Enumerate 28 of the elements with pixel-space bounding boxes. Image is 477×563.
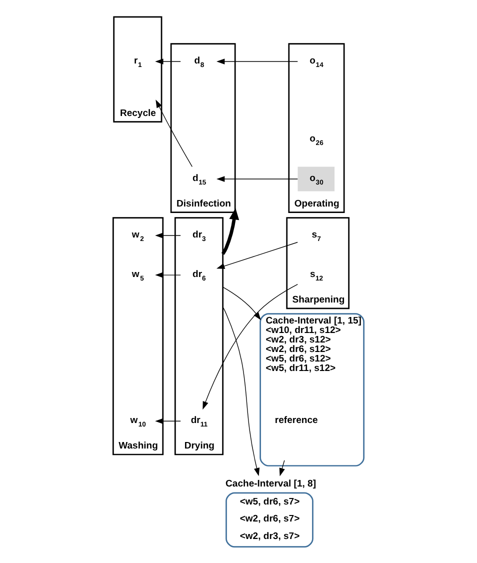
node-text: w$_{5}$ [132,268,144,282]
node-text: o$_{26}$ [310,133,324,147]
arrow [221,208,240,255]
node-text: o$_{14}$ [310,55,324,69]
node-text: d$_{8}$ [194,55,204,69]
node-text: w$_{2}$ [132,229,144,243]
arrow [216,58,298,64]
node-text: w$_{10}$ [130,414,146,428]
arrow [156,100,192,168]
arrow [216,242,298,269]
node-text: s$_{7}$ [312,229,321,243]
node-label: Cache-Interval [1, 8] [226,478,316,490]
node-text: dr$_{6}$ [192,268,206,282]
node-box: <w5, dr6, s7> <w2, dr6, s7> <w2, dr3, s7> [226,492,314,548]
arrow [279,460,285,476]
node-box: o$_{30}$ [298,166,335,192]
node-text: s$_{12}$ [310,268,324,282]
arrow [216,176,298,182]
node-text: dr$_{11}$ [190,414,208,428]
arrow [155,272,181,278]
node-text: r$_{1}$ [134,55,142,69]
arrow [155,58,181,64]
arrow [202,284,298,410]
node-text: d$_{15}$ [192,172,206,186]
arrow [155,418,181,424]
node-text: reference [274,414,318,426]
node-text: dr$_{3}$ [192,229,206,243]
arrow [155,232,181,238]
